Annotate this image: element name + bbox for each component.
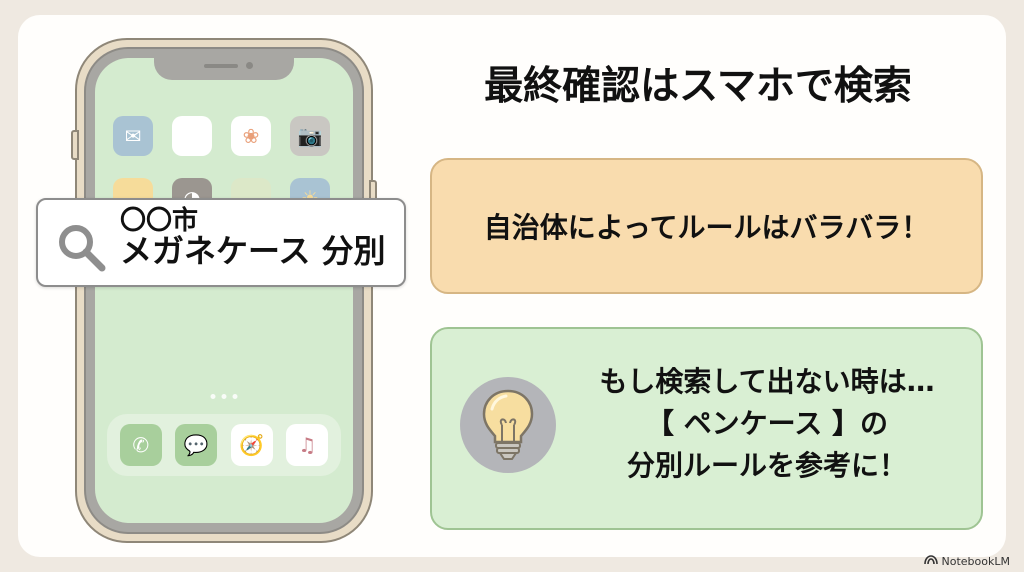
- phone-bezel: ✉❀📷◔☀ ✆💬🧭♫: [84, 47, 364, 534]
- search-query[interactable]: 〇〇市 メガネケース 分別: [120, 206, 386, 271]
- camera-app-icon: 📷: [290, 116, 330, 156]
- brand-label: NotebookLM: [941, 555, 1010, 568]
- search-query-keywords: メガネケース 分別: [120, 232, 386, 271]
- app-dock: ✆ 💬 🧭 ♫: [107, 414, 341, 476]
- speaker-icon: [204, 64, 238, 68]
- notebooklm-watermark: NotebookLM: [923, 555, 1010, 568]
- phone-screen: ✉❀📷◔☀ ✆💬🧭♫: [95, 58, 353, 523]
- safari-app-icon: 🧭: [230, 424, 273, 466]
- messages-app-icon: 💬: [175, 424, 218, 466]
- phone-notch: [154, 58, 294, 80]
- notice-text: 自治体によってルールはバラバラ！: [483, 211, 930, 244]
- phone-app-icon: ✆: [119, 424, 162, 466]
- tip-text: もし検索して出ない時は… 【 ペンケース 】の 分別ルールを参考に！: [562, 361, 972, 487]
- tip-line-2: 【 ペンケース 】の: [645, 407, 889, 440]
- volume-button: [71, 130, 79, 160]
- notebooklm-logo-icon: [923, 555, 938, 568]
- page-indicator: [210, 394, 238, 399]
- notice-box: 自治体によってルールはバラバラ！: [430, 158, 983, 294]
- search-query-city: 〇〇市: [120, 206, 199, 236]
- search-bar[interactable]: 〇〇市 メガネケース 分別: [36, 198, 406, 287]
- tip-line-1: もし検索して出ない時は…: [599, 365, 935, 398]
- smartphone-illustration: ✉❀📷◔☀ ✆💬🧭♫: [71, 38, 377, 543]
- front-camera-icon: [246, 62, 253, 69]
- tip-box: もし検索して出ない時は… 【 ペンケース 】の 分別ルールを参考に！: [430, 327, 983, 530]
- photos-app-icon: ❀: [231, 116, 271, 156]
- tip-line-3: 分別ルールを参考に！: [626, 449, 907, 482]
- lightbulb-icon: [460, 377, 556, 473]
- blank-app-icon: [172, 116, 212, 156]
- mail-app-icon: ✉: [113, 116, 153, 156]
- page-title: 最終確認はスマホで検索: [484, 64, 912, 109]
- music-app-icon: ♫: [286, 424, 329, 466]
- search-icon: [56, 222, 108, 278]
